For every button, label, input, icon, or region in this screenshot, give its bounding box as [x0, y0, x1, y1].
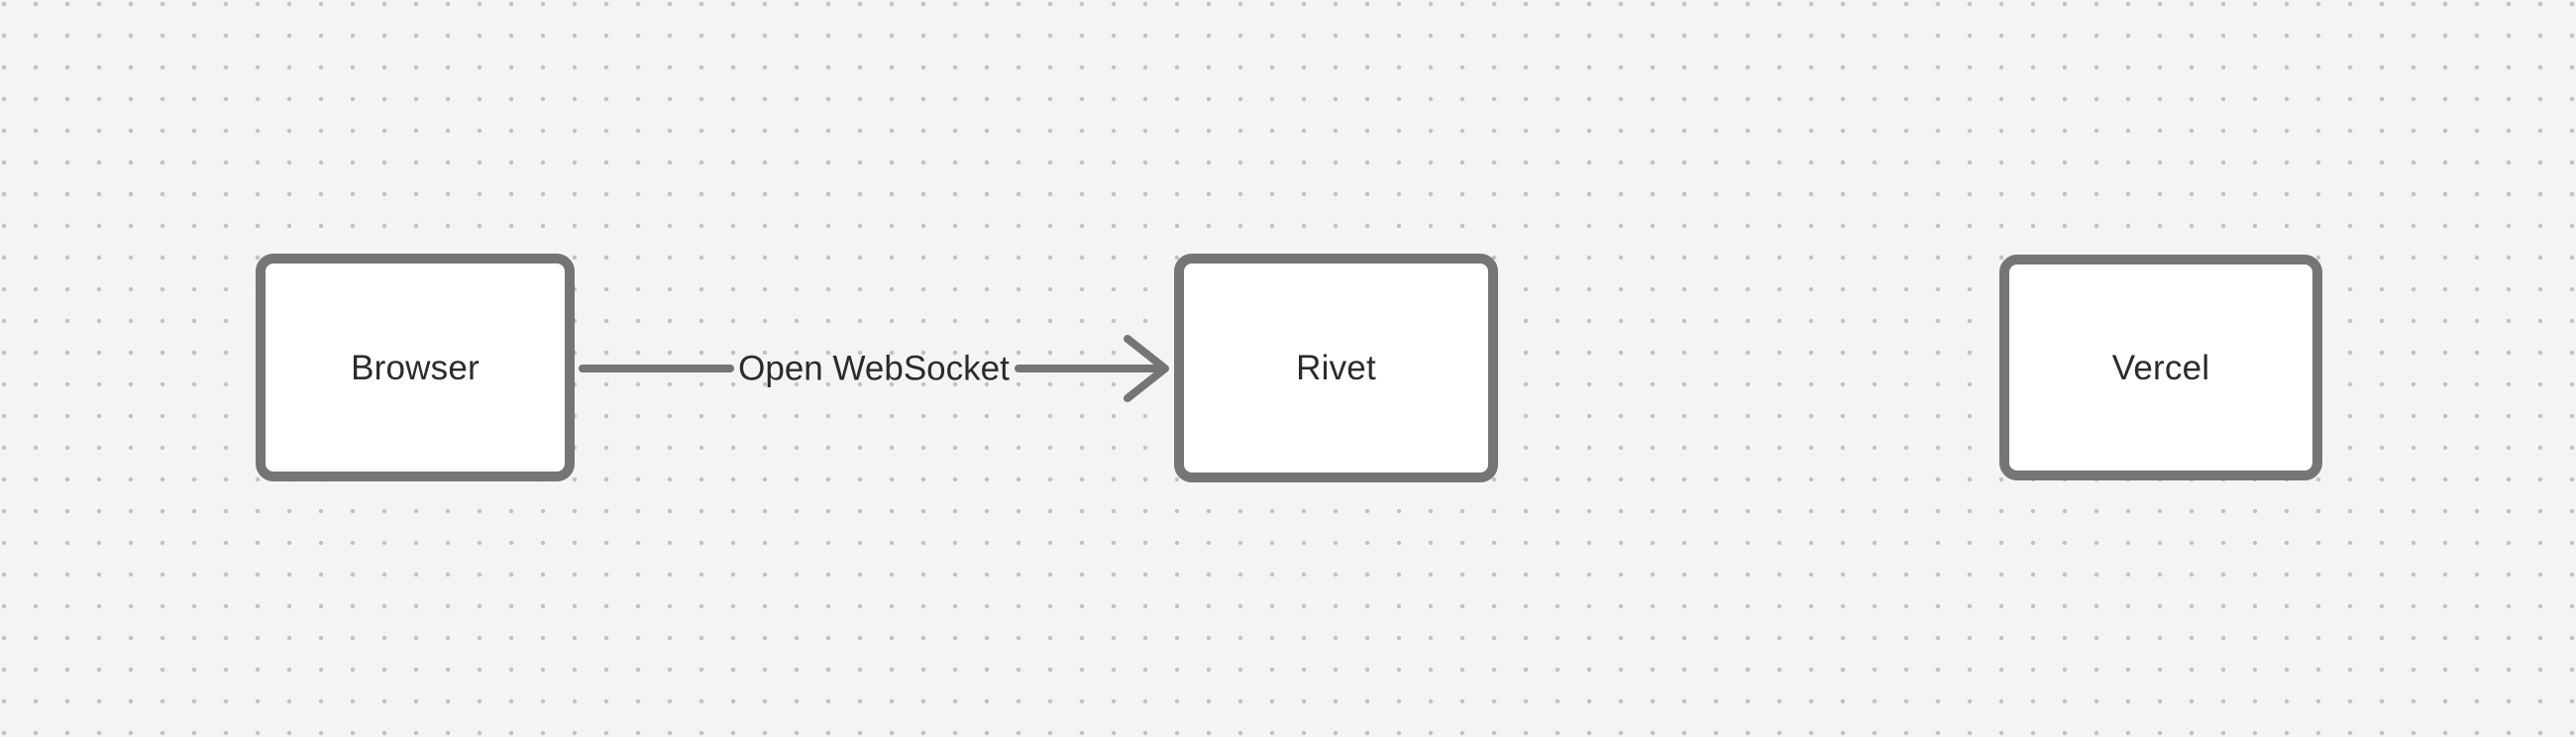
node-vercel-label: Vercel — [2111, 348, 2210, 387]
arrowhead-icon — [1124, 335, 1169, 402]
edge-label[interactable]: Open WebSocket — [738, 350, 1010, 388]
node-rivet[interactable]: Rivet — [1174, 254, 1498, 482]
edge-browser-rivet[interactable]: Open WebSocket — [575, 327, 1174, 410]
node-browser-label: Browser — [351, 348, 480, 387]
node-rivet-label: Rivet — [1296, 349, 1376, 387]
node-browser[interactable]: Browser — [256, 254, 575, 481]
node-vercel[interactable]: Vercel — [1999, 255, 2322, 480]
